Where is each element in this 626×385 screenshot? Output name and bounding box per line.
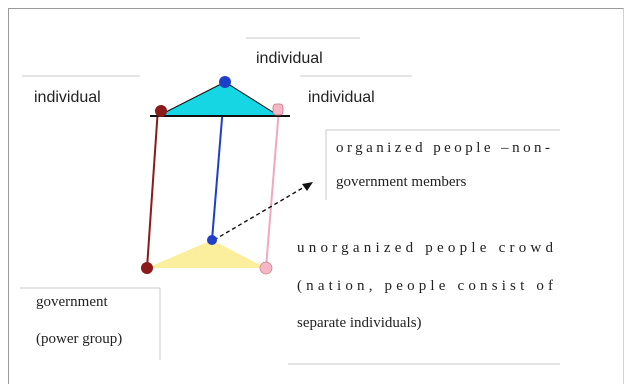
- dashed-arrow-line: [213, 185, 307, 241]
- label-government-line2: (power group): [36, 331, 122, 347]
- top-triangle-face: [157, 81, 281, 117]
- bottom-left-node: [141, 262, 153, 274]
- bottom-center-node: [207, 235, 217, 245]
- diagram-frame: [8, 8, 624, 384]
- left-edge: [146, 107, 159, 269]
- label-unorganized-line2: (nation, people consist of: [297, 278, 553, 294]
- label-unorganized-line1: unorganized people crowd: [297, 240, 554, 256]
- label-unorganized-line3: separate individuals): [297, 315, 422, 331]
- label-individual-top: individual: [256, 50, 323, 67]
- right-edge: [265, 107, 280, 269]
- top-center-node: [219, 76, 231, 88]
- top-left-node: [155, 105, 167, 117]
- bottom-right-node: [259, 261, 273, 275]
- label-organized-line2: government members: [336, 174, 467, 190]
- label-organized-line1: organized people –non-: [336, 140, 550, 156]
- bottom-triangle-face: [147, 240, 266, 268]
- label-individual-left: individual: [34, 89, 101, 106]
- label-government-line1: government: [36, 294, 108, 310]
- label-individual-right: individual: [308, 89, 375, 106]
- dashed-arrow-head: [302, 182, 313, 191]
- top-right-node: [272, 103, 284, 116]
